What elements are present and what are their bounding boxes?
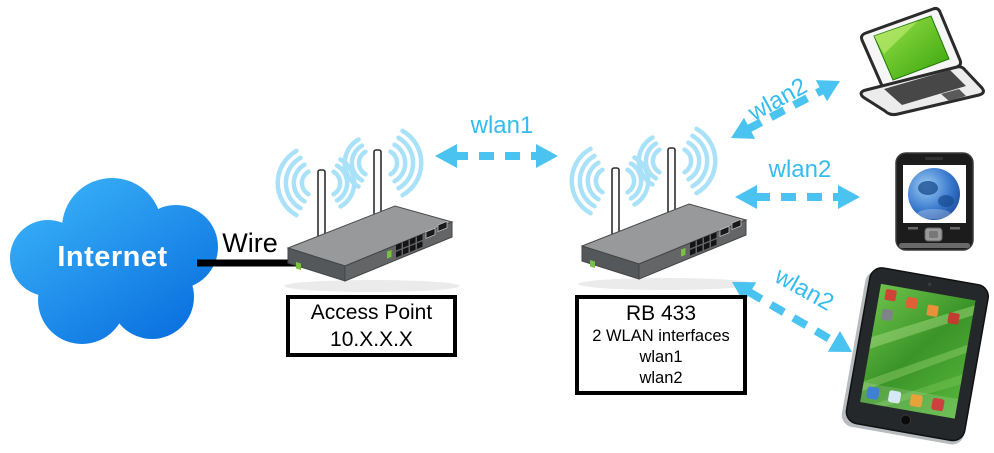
- access-point-name: Access Point: [310, 301, 433, 324]
- laptop-icon: [859, 6, 985, 117]
- smartphone-icon: [895, 152, 974, 251]
- rb433-line-interfaces: 2 WLAN interfaces: [592, 327, 730, 345]
- wlan1-arrow: [435, 144, 558, 168]
- access-point-label-box: Access Point 10.X.X.X: [286, 295, 457, 357]
- wlan2-phone-arrow: [735, 185, 860, 209]
- rb433-label-box: RB 433 2 WLAN interfaces wlan1 wlan2: [575, 295, 747, 395]
- rb433-line-wlan1: wlan1: [639, 348, 683, 366]
- wlan2-tablet-arrow: [732, 282, 852, 352]
- internet-cloud-icon: [10, 178, 218, 344]
- rb433-line-wlan2: wlan2: [639, 369, 683, 387]
- access-point-router-icon: [278, 131, 460, 292]
- access-point-ip: 10.X.X.X: [330, 328, 413, 351]
- rb433-title: RB 433: [625, 302, 697, 325]
- wlan2-laptop-arrow: [731, 80, 840, 139]
- internet-label: Internet: [57, 241, 168, 273]
- tablet-icon: [841, 267, 989, 445]
- wlan2-phone-link-label: wlan2: [768, 156, 832, 183]
- wlan1-link-label: wlan1: [470, 112, 534, 139]
- rb433-router-icon: [572, 129, 754, 290]
- wire-label: Wire: [222, 228, 278, 258]
